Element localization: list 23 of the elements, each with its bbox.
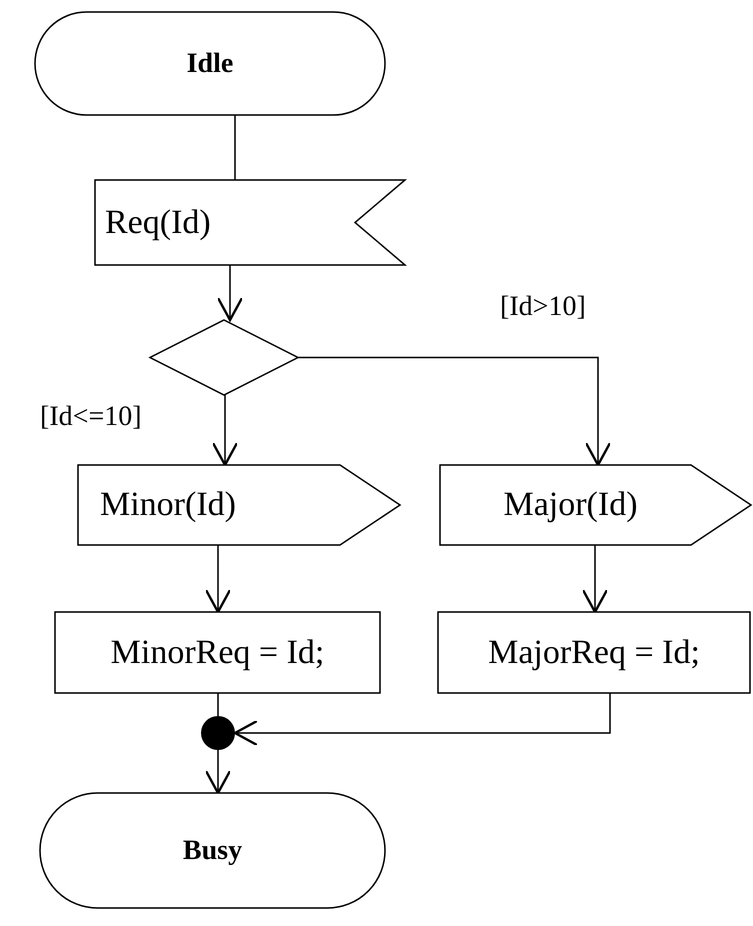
arrow: [204, 750, 232, 794]
connector-line: [217, 693, 219, 716]
node-label: Minor(Id): [100, 486, 236, 524]
action-box: [438, 612, 750, 693]
state-name: Busy: [182, 834, 242, 866]
node-label: MajorReq = Id;: [488, 634, 700, 672]
send-signal: [440, 465, 751, 545]
arrow: [212, 395, 238, 466]
node-label: Major(Id): [503, 486, 638, 524]
node-label: Req(Id): [105, 204, 211, 242]
arrow: [204, 545, 232, 614]
arrow: [298, 356, 612, 466]
connector-line: [234, 115, 236, 180]
node-label: MinorReq = Id;: [110, 634, 324, 672]
action-box: [55, 612, 380, 693]
state-name: Idle: [186, 48, 234, 80]
send-signal: [78, 465, 400, 545]
arrow: [234, 693, 611, 746]
arrow: [582, 545, 608, 614]
receive-signal: [95, 180, 405, 265]
junction-dot: [201, 716, 235, 750]
decision-diamond: [150, 320, 298, 395]
arrow: [216, 265, 244, 322]
